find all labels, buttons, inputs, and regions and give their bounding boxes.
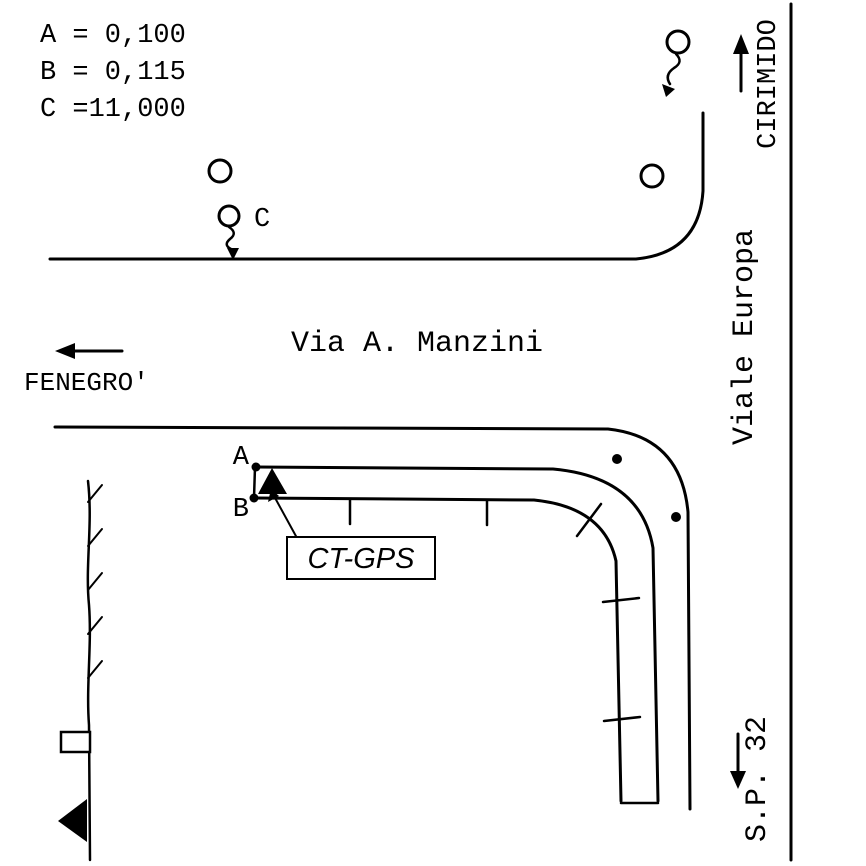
road-tick-marks	[348, 498, 642, 723]
hedge-line	[86, 479, 92, 862]
hedge-barb	[87, 484, 103, 503]
survey-circle	[207, 158, 233, 184]
survey-points	[249, 454, 681, 522]
survey-circle-markers	[207, 29, 691, 228]
route-label-sp32: S.P. 32	[741, 716, 775, 842]
direction-arrows	[55, 34, 749, 789]
ct-gps-label-box	[286, 536, 436, 580]
corner-dot-upper	[612, 454, 622, 464]
point-label-a: A	[233, 443, 250, 473]
point-a-dot	[251, 462, 261, 472]
hedge-barb	[87, 528, 103, 547]
ab-baseline	[252, 465, 257, 500]
inner-road-top-edge	[254, 465, 660, 803]
text-layer: A = 0,100 B = 0,115 C =11,000 C A B Via …	[24, 19, 784, 842]
point-label-c: C	[254, 205, 270, 235]
top-right-leader-arrow	[662, 52, 681, 97]
point-c-squiggle	[225, 225, 235, 251]
hedge-line-group	[58, 479, 103, 862]
top-right-squiggle	[666, 52, 681, 86]
destination-label-cirimido: CIRIMIDO	[754, 19, 784, 149]
point-c-leader-arrow	[225, 225, 239, 260]
destination-label-fenegro: FENEGRO'	[24, 368, 149, 398]
survey-circle	[639, 163, 665, 189]
hedge-barb	[87, 660, 103, 679]
hedge-barb	[87, 572, 103, 591]
hedge-barb	[87, 616, 103, 635]
street-label-via-manzini: Via A. Manzini	[291, 327, 543, 361]
survey-circle-top-right	[665, 29, 691, 55]
survey-circle-point-c	[217, 204, 241, 228]
measurement-b: B = 0,115	[40, 58, 186, 88]
upper-road-edge	[48, 111, 705, 261]
point-c-arrowhead-icon	[227, 248, 239, 260]
road-tick	[602, 715, 642, 723]
up-arrow-icon	[733, 34, 749, 54]
left-arrow-icon	[55, 343, 75, 359]
down-arrow-icon	[730, 771, 746, 789]
measurement-a: A = 0,100	[40, 21, 186, 51]
measurement-c: C =11,000	[40, 95, 186, 125]
top-right-arrowhead-icon	[662, 84, 675, 97]
lower-outer-road-edge	[53, 425, 692, 811]
point-label-b: B	[233, 495, 249, 525]
small-building-rect	[59, 730, 92, 754]
gps-station-triangle-icon	[258, 468, 287, 494]
point-b-dot	[249, 493, 259, 503]
ct-gps-leader-arrowhead-icon	[268, 489, 279, 502]
station-label-ct-gps: CT-GPS	[308, 543, 416, 575]
ct-gps-leader	[268, 489, 298, 539]
street-label-viale-europa: Viale Europa	[728, 229, 762, 445]
corner-dot-lower	[671, 512, 681, 522]
road-tick	[601, 596, 641, 604]
flag-marker-triangle	[58, 799, 87, 842]
road-tick	[575, 502, 603, 538]
road-linework	[48, 2, 793, 862]
ct-gps-leader-line	[273, 495, 298, 539]
